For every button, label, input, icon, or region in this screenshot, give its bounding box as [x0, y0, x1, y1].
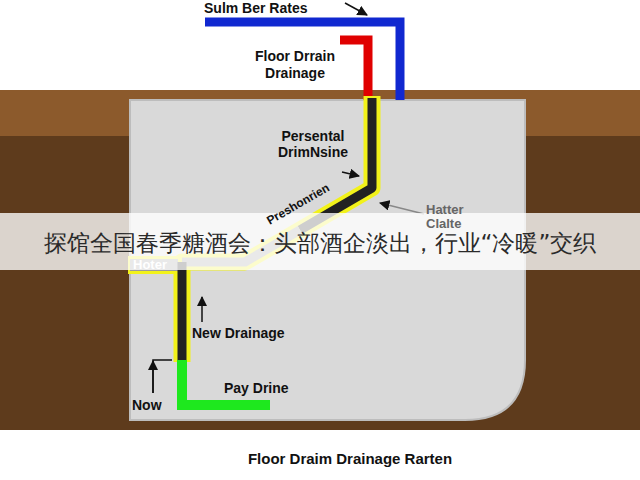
black-pipe — [300, 98, 372, 230]
caption: Floor Draim Drainage Rarten — [120, 450, 580, 468]
black-pipe-lower — [178, 262, 187, 362]
leader-arrow — [380, 203, 424, 214]
leader-line — [153, 360, 172, 393]
pipe-label: Floor Drrain Drainage — [240, 48, 350, 82]
pipe-label: Hoter — [133, 258, 177, 272]
pipe-label: Pay Drine — [224, 380, 324, 396]
pipe-label: Now — [132, 397, 182, 413]
pipe-label: Hatter Clalte — [426, 203, 486, 231]
pipe-label: Persental DrimNsine — [268, 128, 358, 160]
watermark-band — [0, 213, 640, 270]
leader-arrow — [345, 3, 367, 15]
pipe-label: New Drainage — [192, 325, 287, 341]
leader-arrow — [342, 172, 359, 176]
blue-pipe — [205, 22, 400, 100]
leader-arrow — [152, 361, 154, 393]
watermark: 探馆全国春季糖酒会：头部酒企淡出，行业“冷暖”交织 — [0, 228, 640, 258]
leader-arrow — [201, 297, 203, 322]
pipe-label: Sulm Ber Rates — [204, 0, 344, 16]
red-pipe — [340, 40, 368, 100]
pipe-label: Preshonrien — [264, 180, 332, 227]
